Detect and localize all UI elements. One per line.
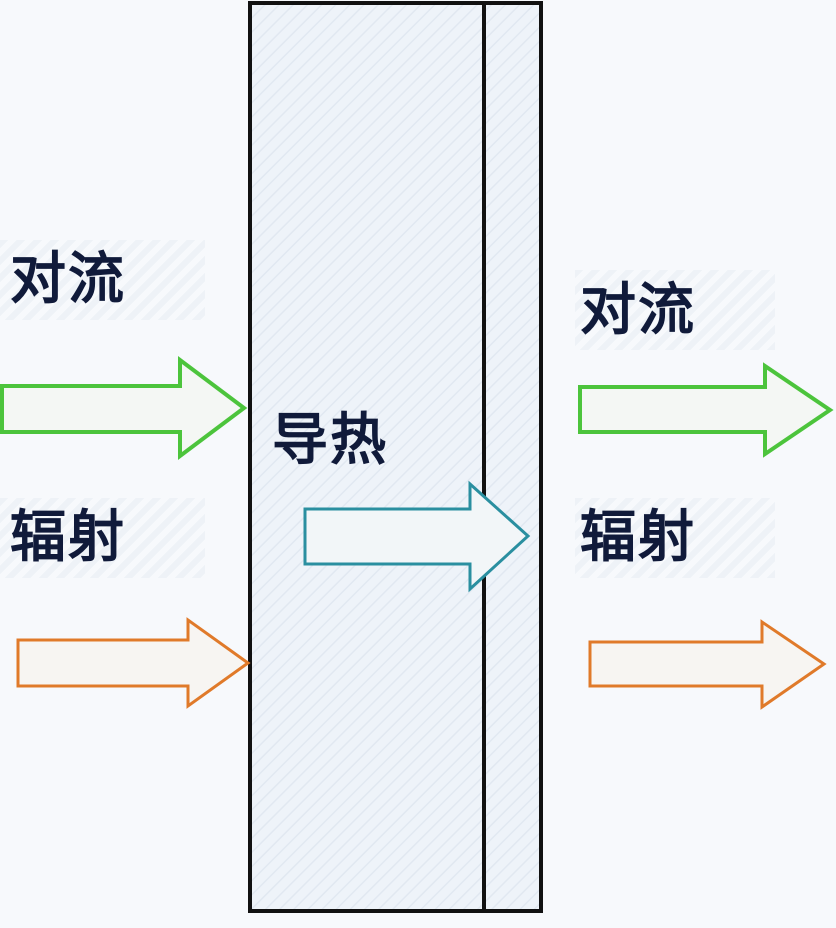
left-convection-arrow-icon [0,356,248,460]
left-radiation-label-background [0,498,205,578]
left-radiation-label: 辐射 [10,505,126,570]
wall-thin-layer [482,1,543,913]
right-convection-label: 对流 [580,278,696,343]
conduction-label: 导热 [272,408,388,473]
left-convection-label-background [0,240,205,320]
left-convection-label: 对流 [10,247,126,312]
right-radiation-label: 辐射 [580,505,696,570]
wall-main-layer [248,1,486,913]
right-radiation-arrow-icon [588,619,827,710]
right-convection-arrow-icon [578,362,834,458]
conduction-arrow-icon [303,480,531,593]
right-radiation-label-background [575,498,775,578]
right-convection-label-background [575,270,775,350]
left-radiation-arrow-icon [16,617,251,709]
